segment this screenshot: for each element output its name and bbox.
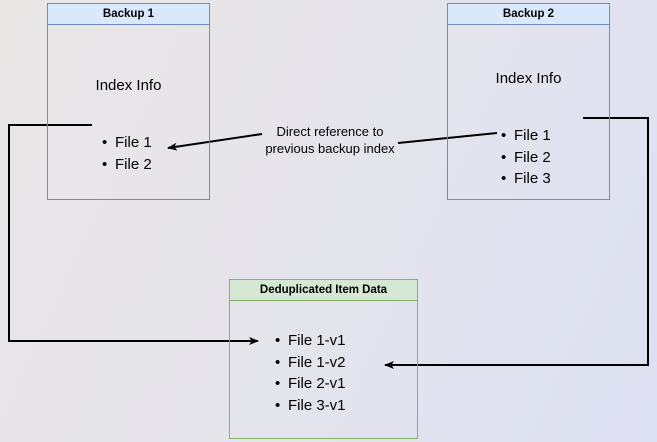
backup-2-index-info-label: Index Info [495,70,562,87]
list-item: File 2-v1 [275,373,346,395]
backup-1-box: Backup 1 Index Info File 1 File 2 [47,3,210,200]
backup-1-body: Index Info File 1 File 2 [48,25,209,199]
backup-2-title: Backup 2 [448,4,609,25]
list-item: File 3 [501,168,551,190]
list-item: File 1 [501,125,551,147]
backup-1-file-list: File 1 File 2 [102,132,152,175]
deduplicated-item-data-box: Deduplicated Item Data File 1-v1 File 1-… [229,279,418,439]
list-item: File 1 [102,132,152,154]
direct-reference-line-2: previous backup index [265,141,395,156]
deduplicated-item-data-title: Deduplicated Item Data [230,280,417,301]
backup-2-body: Index Info File 1 File 2 File 3 [448,25,609,199]
backup-2-box: Backup 2 Index Info File 1 File 2 File 3 [447,3,610,200]
deduplicated-item-data-body: File 1-v1 File 1-v2 File 2-v1 File 3-v1 [230,301,417,438]
backup-1-index-info-label: Index Info [95,77,162,94]
list-item: File 1-v2 [275,352,346,374]
deduplicated-item-list: File 1-v1 File 1-v2 File 2-v1 File 3-v1 [275,330,346,416]
direct-reference-annotation: Direct reference to previous backup inde… [250,123,410,157]
list-item: File 3-v1 [275,395,346,417]
list-item: File 1-v1 [275,330,346,352]
backup-2-file-list: File 1 File 2 File 3 [501,125,551,190]
backup-1-title: Backup 1 [48,4,209,25]
list-item: File 2 [501,147,551,169]
list-item: File 2 [102,154,152,176]
direct-reference-line-1: Direct reference to [276,124,384,139]
